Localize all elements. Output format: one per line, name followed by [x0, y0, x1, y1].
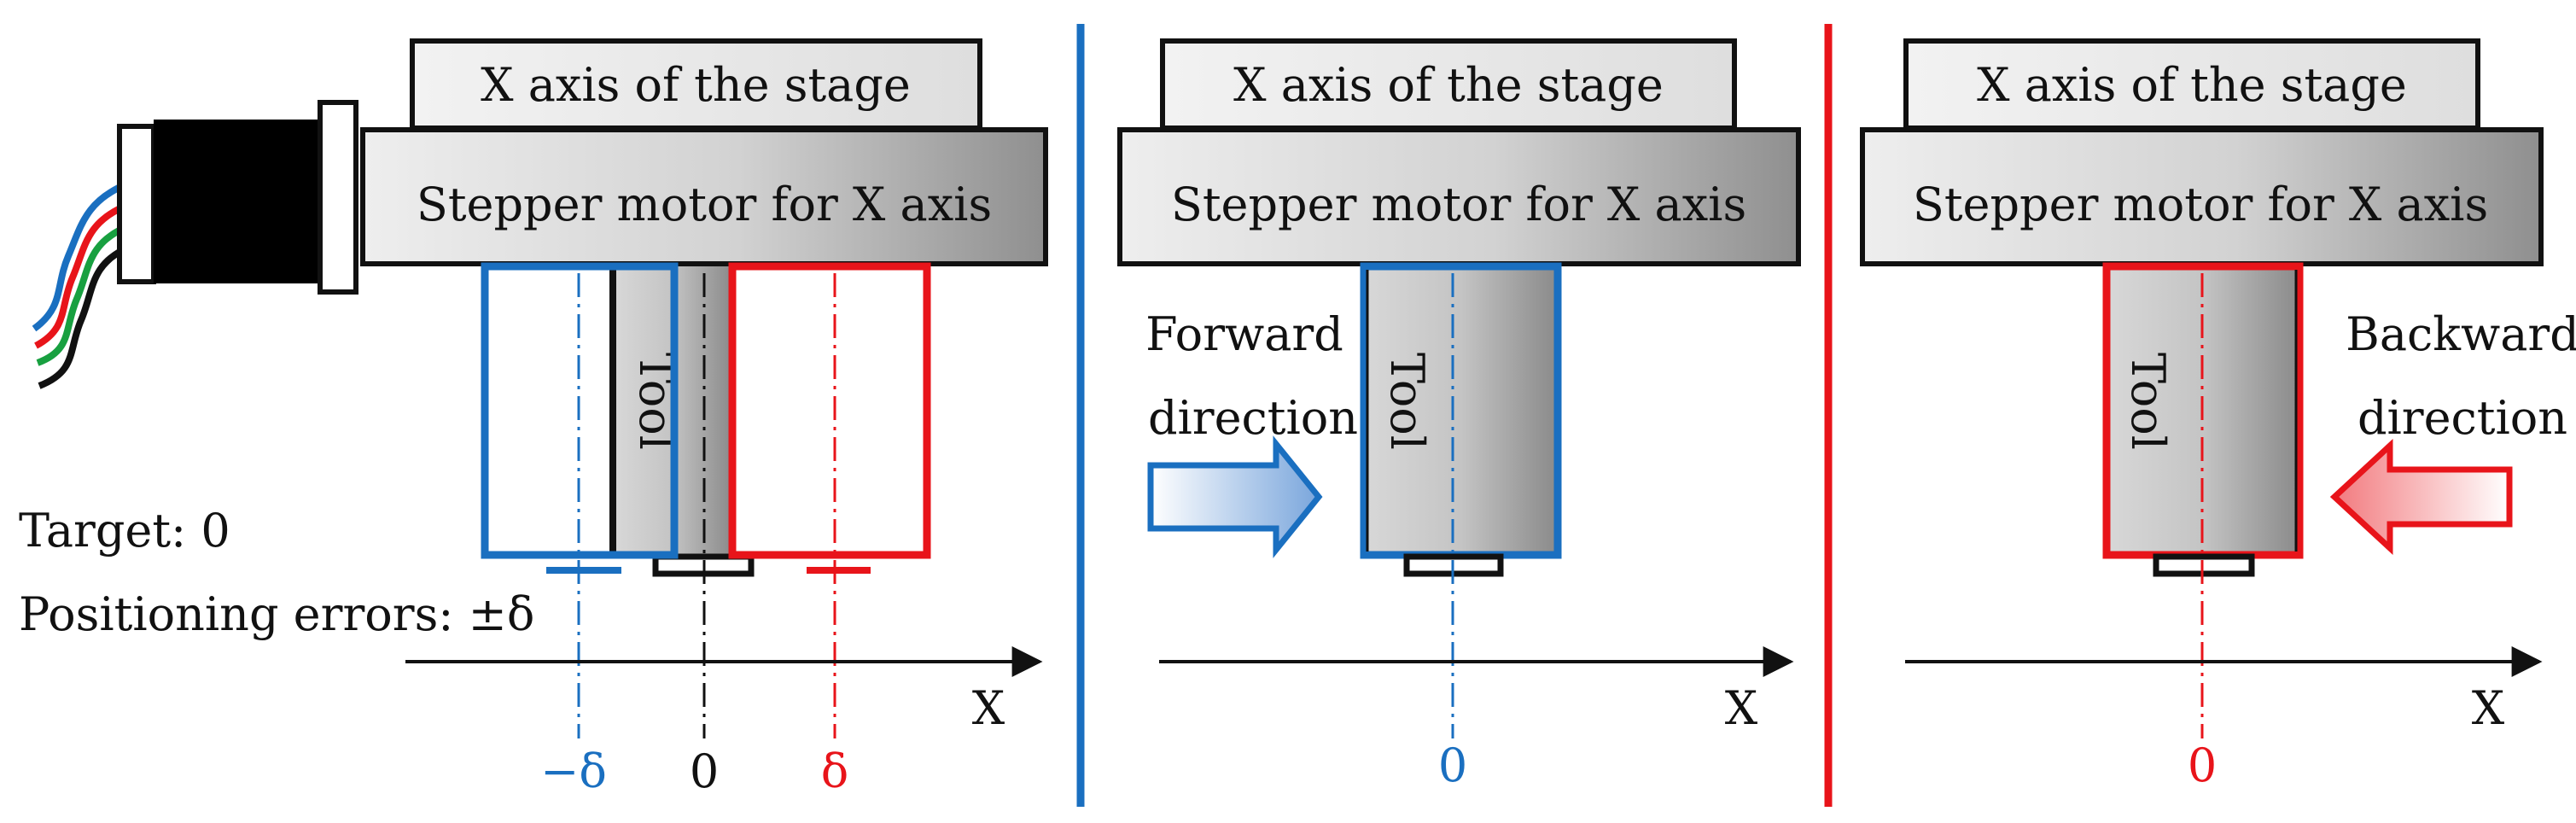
tool-position-minus-delta: [481, 262, 679, 559]
forward-direction-arrow: [1147, 435, 1323, 558]
tool-position-plus-delta: [728, 262, 931, 559]
direction-label-line1: Forward: [1145, 307, 1343, 361]
x-axis-label: X: [1725, 681, 1758, 735]
motor-flange: [318, 100, 358, 295]
motor-end-cap: [117, 124, 156, 284]
tool-label: Tool: [2121, 353, 2175, 450]
motor-label: Stepper motor for X axis: [1913, 178, 2488, 231]
motor-wire-blue: [32, 180, 130, 332]
panel-2-forward-approach: X axis of the stage Stepper motor for X …: [1117, 38, 1801, 792]
mark-minus-delta: −δ: [540, 744, 607, 798]
mark-plus-delta: δ: [821, 744, 849, 798]
stage-box: [1903, 38, 2480, 131]
target-text: Target: 0: [19, 504, 230, 557]
mark-zero: 0: [2188, 738, 2217, 792]
stage-label: X axis of the stage: [1977, 58, 2407, 112]
stepper-motor-icon: [32, 100, 358, 389]
direction-label-line2: direction: [1148, 391, 1358, 445]
motor-wire-green: [36, 223, 130, 366]
panel-3-backward-approach: X axis of the stage Stepper motor for X …: [1860, 38, 2576, 792]
motor-box: [1860, 127, 2544, 266]
motor-box: [1117, 127, 1801, 266]
stage-label: X axis of the stage: [1233, 58, 1664, 112]
tool-body: [1360, 262, 1562, 559]
x-axis-label: X: [2472, 681, 2505, 735]
motor-label: Stepper motor for X axis: [417, 178, 992, 231]
motor-label: Stepper motor for X axis: [1171, 178, 1746, 231]
tool-tip: [2153, 553, 2255, 577]
stage-box: [1160, 38, 1737, 131]
backward-direction-arrow: [2329, 439, 2513, 555]
x-axis-label: X: [972, 681, 1005, 735]
positioning-error-text: Positioning errors: ±δ: [19, 587, 534, 641]
mark-zero: 0: [690, 744, 719, 798]
panel-1-error-illustration: X axis of the stage Stepper motor for X …: [19, 38, 1048, 798]
motor-wire-red: [34, 201, 130, 349]
motor-body: [154, 120, 320, 283]
tool-label: Tool: [1380, 353, 1434, 450]
motor-wire-black: [38, 244, 130, 389]
mark-zero: 0: [1438, 738, 1467, 792]
stage-box: [410, 38, 982, 131]
stage-label: X axis of the stage: [481, 58, 911, 112]
direction-label-line1: Backward: [2346, 307, 2576, 361]
motor-box: [360, 127, 1048, 266]
direction-label-line2: direction: [2357, 391, 2567, 445]
